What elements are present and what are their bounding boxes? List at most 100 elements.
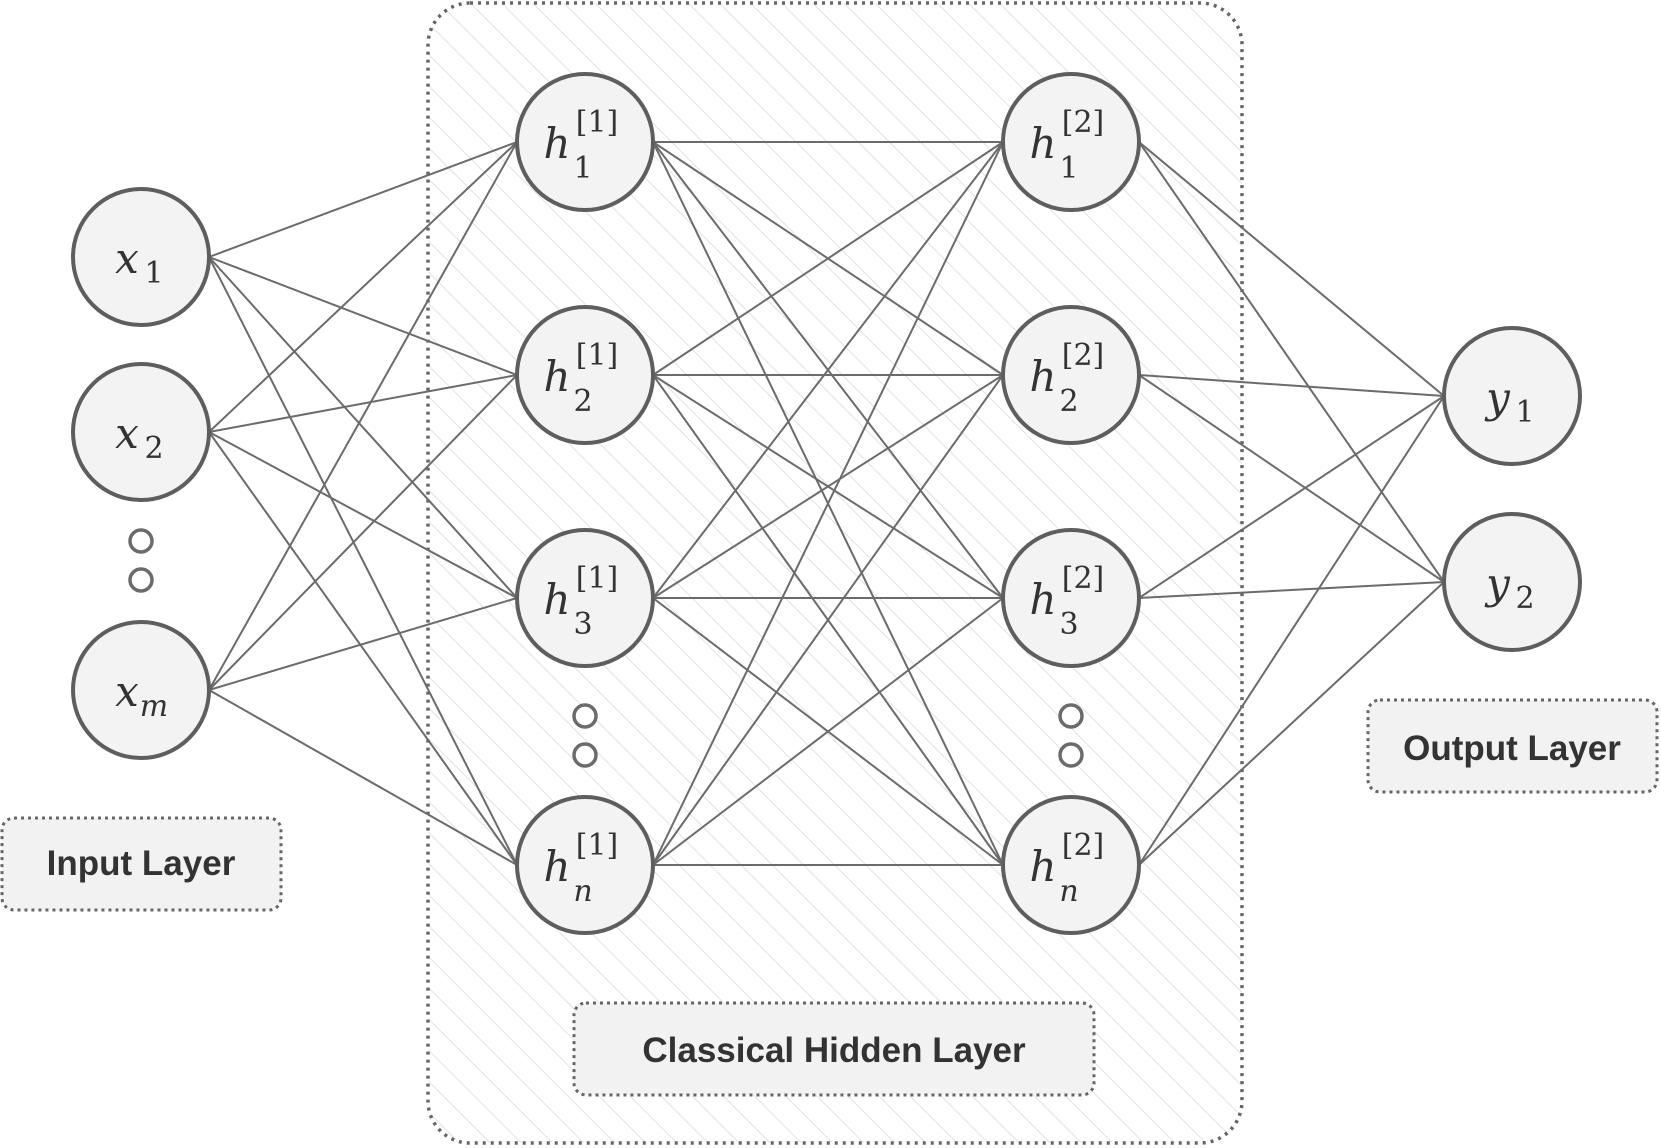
hidden1-neuron: h2 [1] [515,305,655,445]
connection-line [652,141,1004,866]
connection-line [208,256,518,866]
hidden-layer-text: Classical Hidden Layer [642,1031,1026,1070]
neuron-superscript: [2] [1062,561,1105,596]
neuron-circle [1442,326,1582,466]
hidden1-neuron: h1 [1] [515,72,655,212]
neuron-subscript: n [573,874,592,909]
neuron-subscript: n [1059,874,1078,909]
ellipsis-dot [1058,742,1084,768]
connection-line [652,141,1004,376]
neuron-label: x [115,234,139,283]
output-layer-text: Output Layer [1403,729,1621,768]
neuron-subscript: 2 [573,384,592,419]
neuron-label: y [1484,373,1511,422]
neuron-superscript: [1] [576,105,619,140]
hidden1-ellipsis [572,703,598,768]
connection-line [652,374,1004,866]
neuron-subscript: 1 [1059,151,1078,186]
hidden1-neuron: h3 [1] [515,528,655,668]
input-layer-text: Input Layer [47,844,236,883]
connection-line [1138,581,1445,599]
neuron-circle [71,362,211,502]
neuron-subscript: 1 [573,151,592,186]
connection-line [208,431,518,866]
neuron-circle [1001,305,1141,445]
connection-line [1138,581,1445,866]
neuron-label: h [543,575,570,624]
neuron-circle [515,72,655,212]
output-layer-label: Output Layer [1366,698,1659,794]
neuron-label: y [1484,559,1511,608]
neuron-label: h [543,842,570,891]
connection-line [208,256,518,376]
neuron-subscript: 2 [1059,384,1078,419]
hidden2-ellipsis [1058,703,1084,768]
connection-line [1138,395,1445,599]
neuron-superscript: [1] [576,561,619,596]
hidden1-neuron: hn [1] [515,795,655,935]
neuron-circle [515,795,655,935]
neuron-circle [1001,795,1141,935]
neuron-label: h [543,352,570,401]
neuron-subscript: m [140,689,168,724]
neuron-circle [1442,512,1582,652]
neuron-subscript: 1 [144,256,163,291]
connection-line [208,141,518,258]
neuron-label: h [1029,352,1056,401]
ellipsis-dot [1058,703,1084,729]
connection-line [208,141,518,433]
connection-line [1138,374,1445,583]
connection-line [208,374,518,691]
neuron-subscript: 2 [1515,581,1534,616]
neuron-label: h [543,119,570,168]
neuron-subscript: 3 [573,607,592,642]
hidden2-neuron: hn [2] [1001,795,1141,935]
ellipsis-dot [128,567,154,593]
hidden-layer-label: Classical Hidden Layer [572,1001,1096,1097]
neuron-superscript: [2] [1062,828,1105,863]
connection-line [208,431,518,599]
ellipsis-dot [572,742,598,768]
neuron-circle [515,305,655,445]
hidden2-neuron: h1 [2] [1001,72,1141,212]
connection-line [1138,141,1445,397]
neuron-label: h [1029,842,1056,891]
neuron-label: h [1029,119,1056,168]
neuron-superscript: [2] [1062,105,1105,140]
hidden2-neuron: h2[2] [1001,305,1141,445]
connection-line [1138,374,1445,397]
connection-line [1138,395,1445,866]
connection-line [652,374,1004,599]
connection-line [652,141,1004,599]
connections [208,141,1445,866]
neuron-subscript: 1 [1515,395,1534,430]
neuron-circle [515,528,655,668]
input-ellipsis [128,528,154,593]
neuron-label: x [115,409,139,458]
connection-line [208,689,518,866]
connection-line [208,597,518,691]
input-layer-label: Input Layer [0,816,283,912]
connection-line [1138,141,1445,583]
connection-line [208,141,518,691]
neuron-circle [71,620,211,760]
neuron-superscript: [1] [576,828,619,863]
ellipsis-dot [128,528,154,554]
hidden2-neuron: h3 [2] [1001,528,1141,668]
neuron-circle [71,187,211,327]
neuron-circle [1001,72,1141,212]
neuron-superscript: [1] [576,338,619,373]
connection-line [208,374,518,433]
neuron-label: h [1029,575,1056,624]
connection-line [652,597,1004,866]
neuron-label: x [115,667,139,716]
neuron-subscript: 2 [144,431,163,466]
neuron-subscript: 3 [1059,607,1078,642]
